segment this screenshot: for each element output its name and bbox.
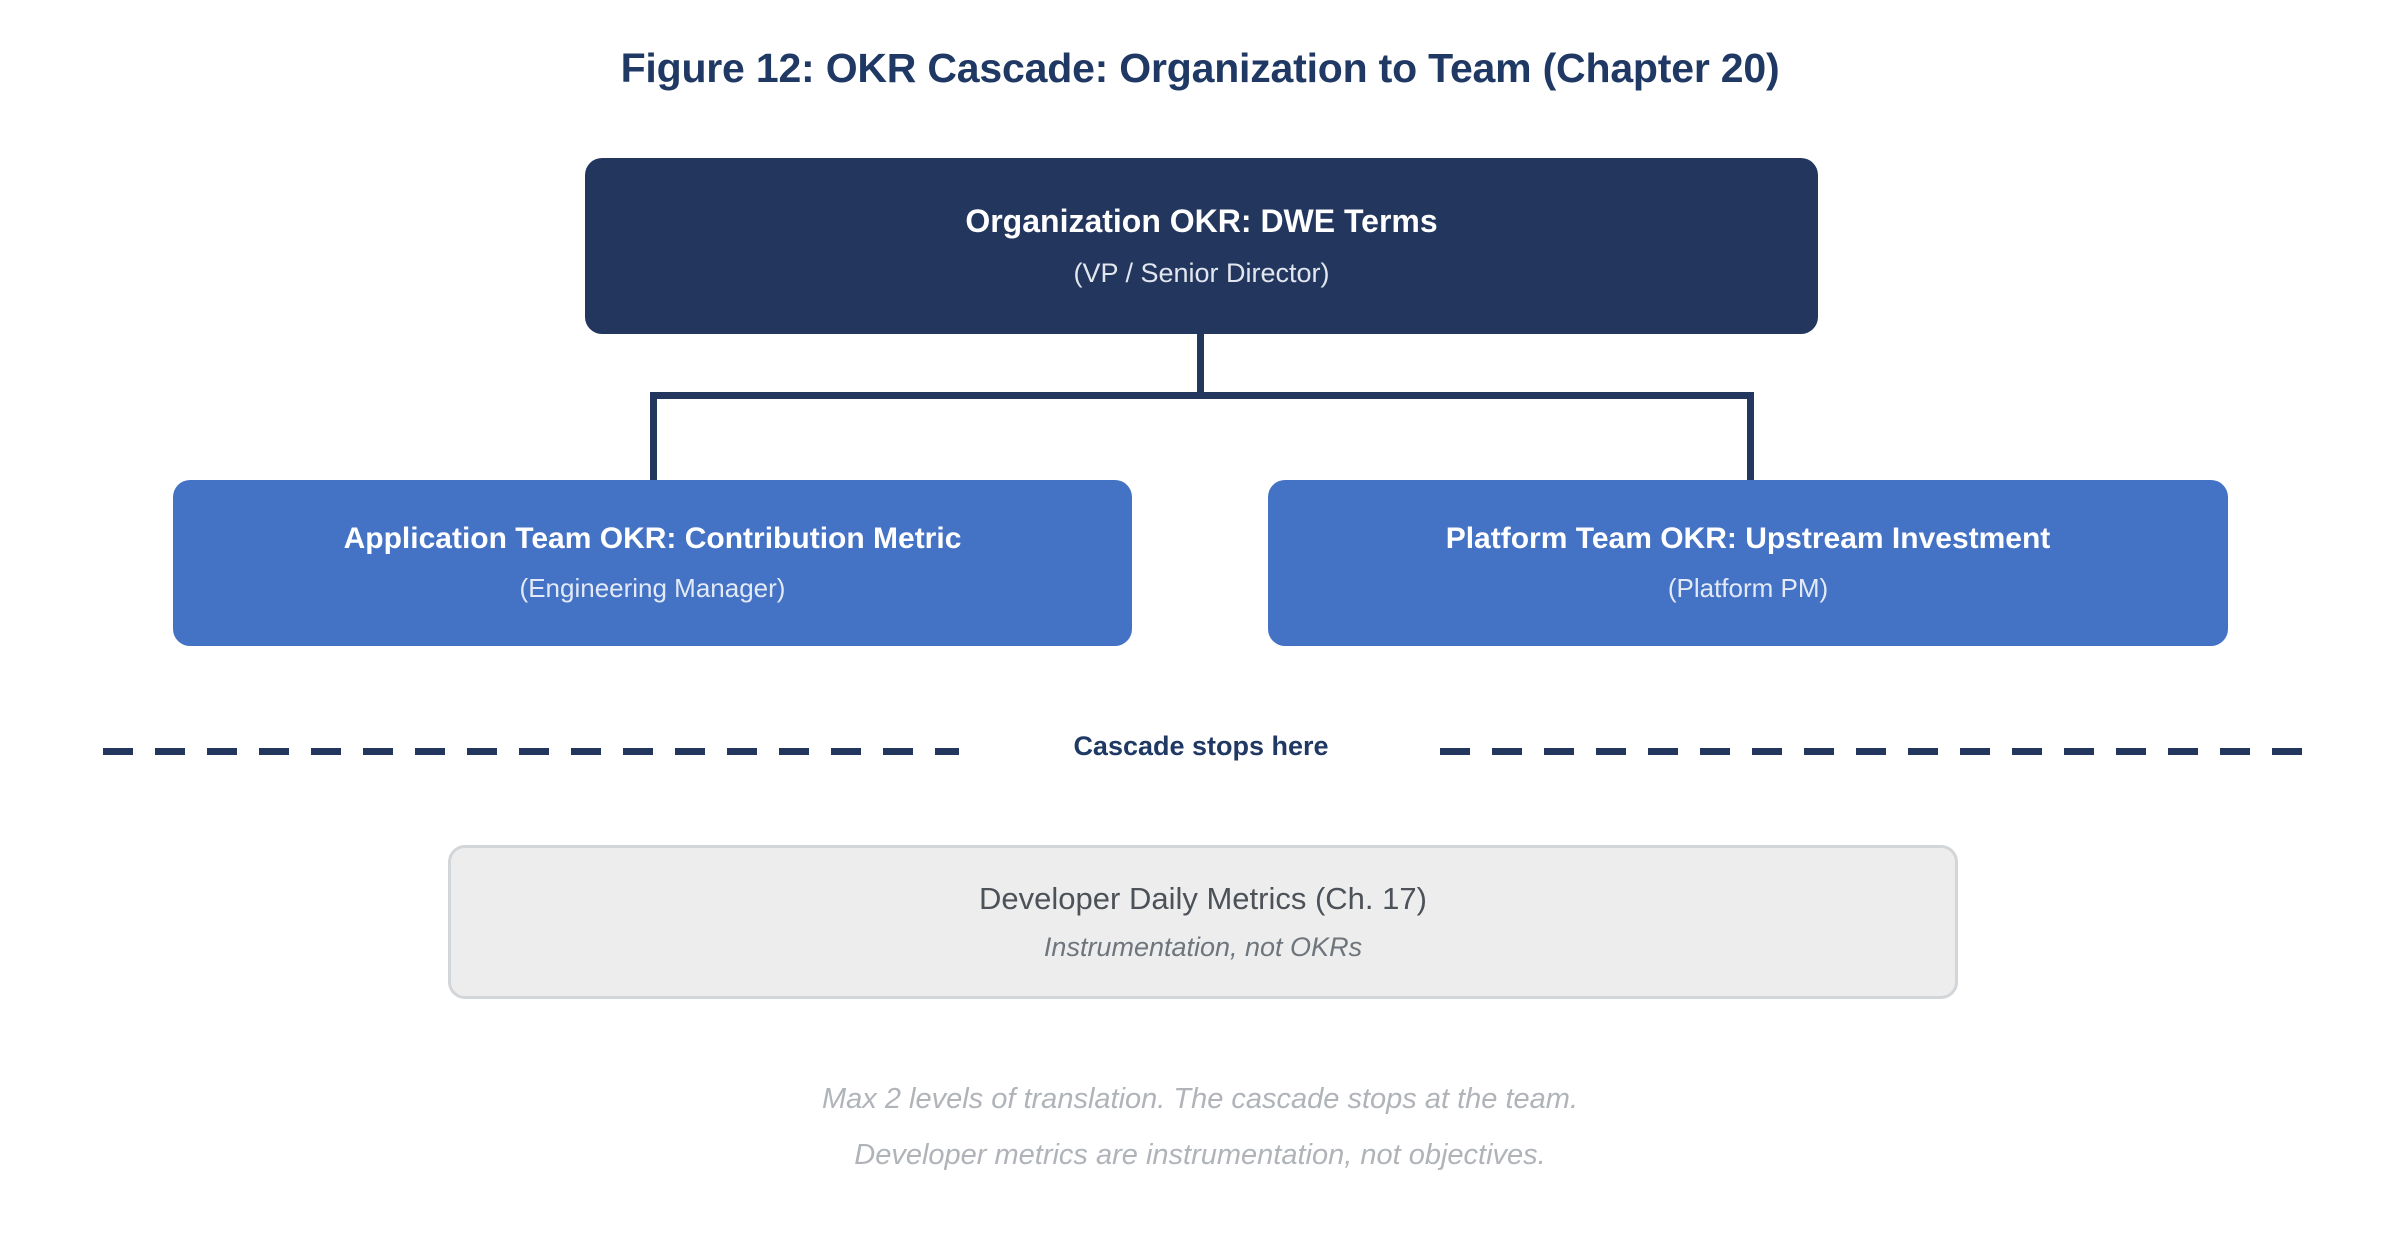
node-organization-title: Organization OKR: DWE Terms xyxy=(965,202,1438,239)
cascade-divider-left xyxy=(103,748,959,755)
cascade-stop-label: Cascade stops here xyxy=(1073,731,1329,761)
node-organization-okr: Organization OKR: DWE Terms (VP / Senior… xyxy=(585,158,1818,334)
connector-parent-stem xyxy=(1197,333,1204,399)
node-platform-team-okr: Platform Team OKR: Upstream Investment (… xyxy=(1268,480,2228,646)
node-application-team-okr: Application Team OKR: Contribution Metri… xyxy=(173,480,1132,646)
node-platform-team-title: Platform Team OKR: Upstream Investment xyxy=(1445,522,2051,556)
footer-note-line-2: Developer metrics are instrumentation, n… xyxy=(854,1139,1546,1171)
connector-horizontal-bus xyxy=(650,392,1754,399)
figure-title: Figure 12: OKR Cascade: Organization to … xyxy=(620,45,1780,91)
node-developer-metrics-subtitle: Instrumentation, not OKRs xyxy=(1043,932,1363,963)
node-developer-metrics-title: Developer Daily Metrics (Ch. 17) xyxy=(979,880,1427,916)
node-organization-subtitle: (VP / Senior Director) xyxy=(1073,258,1330,289)
connector-drop-left xyxy=(650,392,657,482)
connector-drop-right xyxy=(1747,392,1754,482)
node-application-team-title: Application Team OKR: Contribution Metri… xyxy=(343,522,962,556)
node-platform-team-subtitle: (Platform PM) xyxy=(1667,572,1829,603)
node-developer-daily-metrics: Developer Daily Metrics (Ch. 17) Instrum… xyxy=(448,845,1958,999)
node-application-team-subtitle: (Engineering Manager) xyxy=(519,572,786,603)
footer-note-line-1: Max 2 levels of translation. The cascade… xyxy=(822,1083,1578,1115)
cascade-divider-right xyxy=(1440,748,2310,755)
